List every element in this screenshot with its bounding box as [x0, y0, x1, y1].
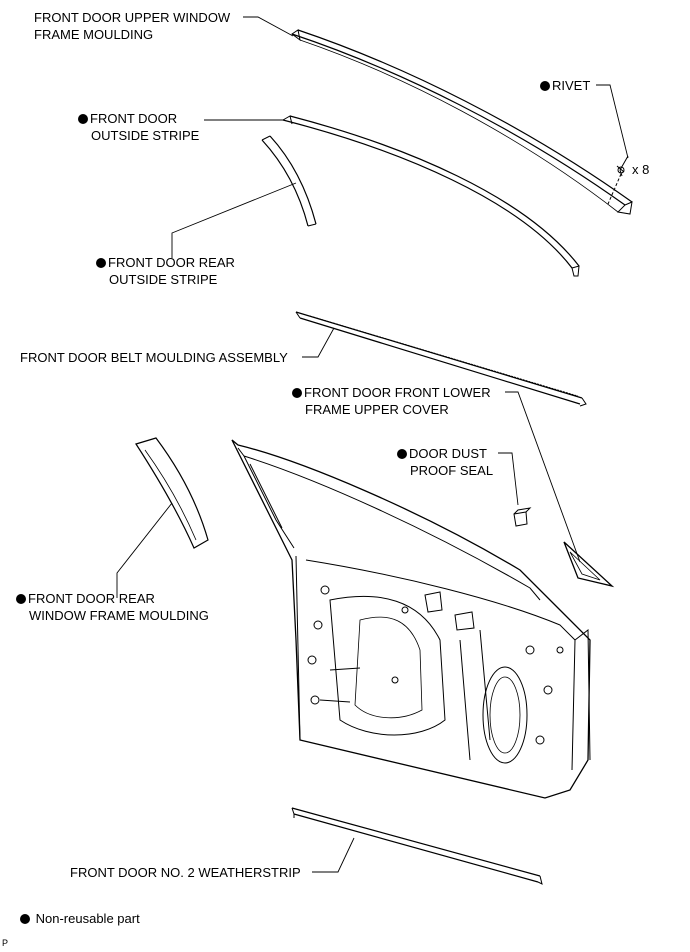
- label-rear-window-frame-moulding: FRONT DOOR REAR WINDOW FRAME MOULDING: [16, 590, 209, 624]
- legend: Non-reusable part: [20, 911, 140, 926]
- label-rivet-quantity: x 8: [632, 162, 650, 177]
- dust-proof-seal-part: [513, 507, 532, 527]
- non-reusable-mark-icon: [20, 914, 30, 924]
- label-front-lower-frame-upper-cover: FRONT DOOR FRONT LOWER FRAME UPPER COVER: [292, 384, 491, 418]
- non-reusable-mark-icon: [292, 388, 302, 398]
- front-lower-frame-upper-cover-part: [563, 541, 615, 588]
- non-reusable-mark-icon: [96, 258, 106, 268]
- label-belt-moulding: FRONT DOOR BELT MOULDING ASSEMBLY: [20, 350, 288, 365]
- label-upper-window-frame-moulding: FRONT DOOR UPPER WINDOW FRAME MOULDING: [34, 10, 231, 42]
- rear-outside-stripe-part: [261, 135, 317, 227]
- label-dust-proof-seal: DOOR DUST PROOF SEAL: [397, 445, 493, 479]
- corner-mark: P: [2, 938, 9, 948]
- leader-lines: [116, 16, 629, 873]
- weatherstrip-part: [291, 807, 543, 885]
- door-panel-part: [231, 439, 591, 799]
- label-rivet: RIVET: [540, 77, 590, 94]
- non-reusable-mark-icon: [78, 114, 88, 124]
- belt-moulding-part: [295, 311, 587, 407]
- label-outside-stripe: FRONT DOOR OUTSIDE STRIPE: [78, 110, 199, 144]
- non-reusable-mark-icon: [540, 81, 550, 91]
- outside-stripe-part: [282, 115, 580, 277]
- label-weatherstrip: FRONT DOOR NO. 2 WEATHERSTRIP: [70, 865, 301, 880]
- upper-window-frame-moulding-part: [291, 29, 633, 215]
- non-reusable-mark-icon: [397, 449, 407, 459]
- rivet-part: [607, 155, 629, 205]
- label-rear-outside-stripe: FRONT DOOR REAR OUTSIDE STRIPE: [96, 254, 235, 288]
- non-reusable-mark-icon: [16, 594, 26, 604]
- rear-window-frame-moulding-part: [135, 437, 209, 549]
